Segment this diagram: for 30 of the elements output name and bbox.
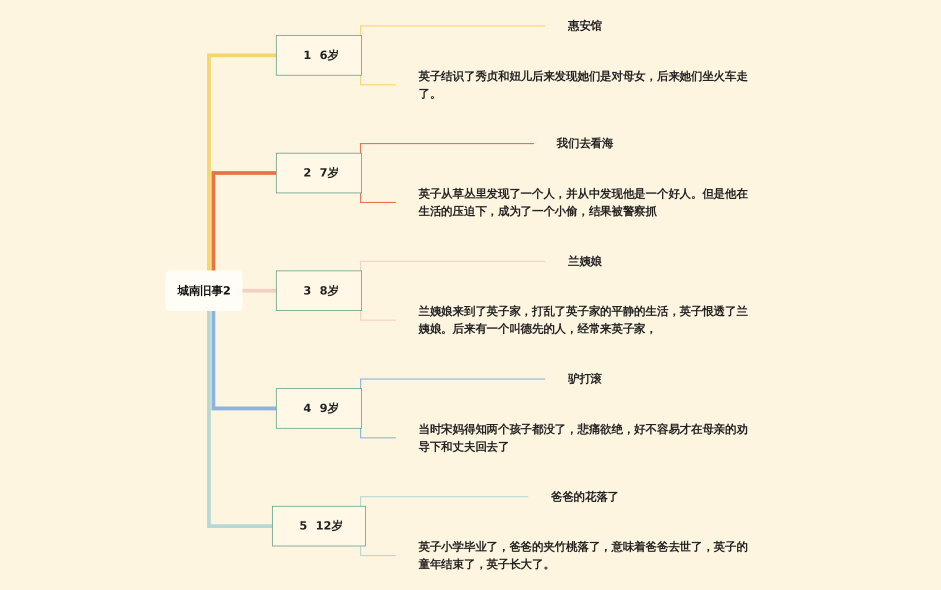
node-text: 英子小学毕业了，爸爸的夹竹桃落了，意味着爸爸去世了，英子的童年结束了，英子长大了。 [418, 540, 748, 571]
node-box: 2 7岁 [276, 152, 362, 194]
connector [360, 75, 396, 86]
connector [212, 310, 277, 410]
connector [207, 310, 273, 528]
connector [360, 260, 546, 271]
node-text: 当时宋妈得知两个孩子都没了，悲痛欲绝，好不容易才在母亲的劝导下和丈夫回去了 [418, 422, 748, 453]
node-text: 英子结识了秀贞和妞儿后来发现她们是对母女，后来她们坐火车走了。 [418, 69, 748, 100]
connector [360, 496, 529, 506]
connector [240, 288, 277, 293]
connector [360, 428, 396, 438]
node-text: 惠安馆 [568, 18, 602, 33]
node-text: 兰姨娘 [568, 254, 602, 268]
connector [207, 53, 277, 272]
node-text: 我们去看海 [556, 136, 614, 150]
node-text: 驴打滚 [568, 372, 602, 386]
connector [360, 25, 546, 36]
connector [360, 310, 396, 321]
node-box: 1 6岁 [276, 35, 362, 76]
connector [360, 546, 396, 556]
node-text: 兰姨娘来到了英子家，打乱了英子家的平静的生活，英子恨透了兰姨娘。后来有一个叫德先的人，经常来英子家， [418, 304, 748, 336]
node-box: 5 12岁 [272, 506, 366, 546]
connector [360, 378, 546, 389]
connector [360, 192, 396, 204]
node-text: 爸爸的花落了 [551, 490, 620, 504]
connector [212, 171, 277, 272]
node-box: 3 8岁 [276, 270, 362, 311]
node-text: 英子从草丛里发现了一个人，并从中发现他是一个好人。但是他在生活的压迫下，成为了一个小偷，结果被警察抓 [418, 186, 748, 218]
connector [360, 143, 534, 154]
node-box: 4 9岁 [276, 388, 362, 429]
